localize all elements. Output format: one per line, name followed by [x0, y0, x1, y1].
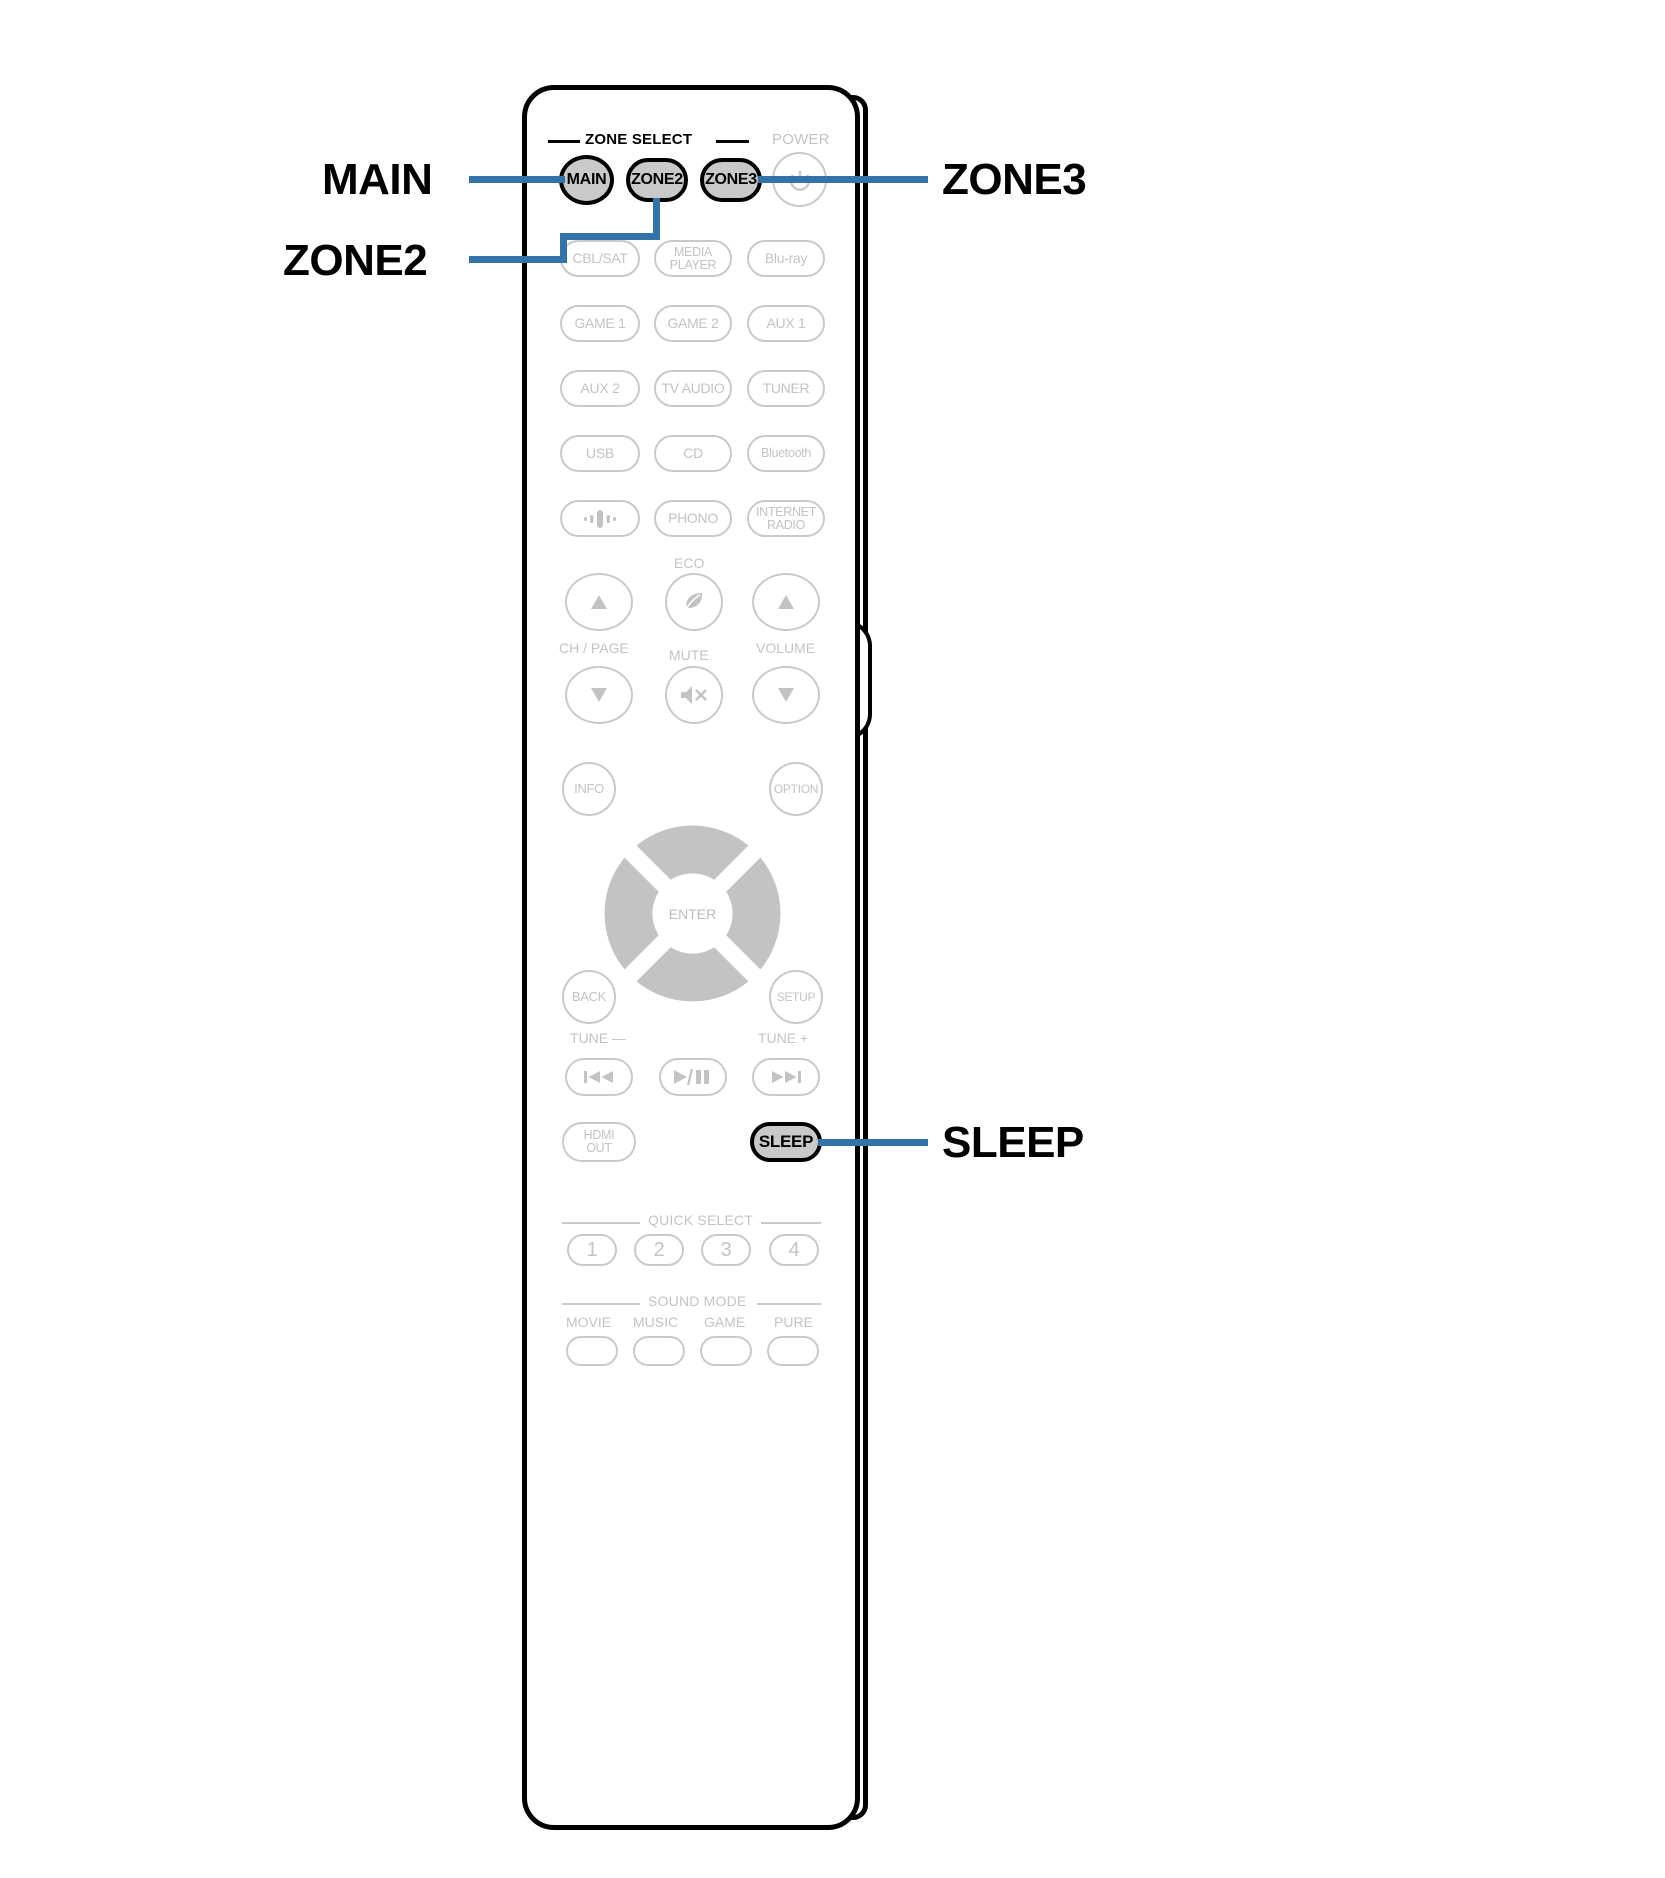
- quick-select-button-1[interactable]: 1: [567, 1234, 617, 1266]
- volume-down-button[interactable]: [752, 666, 820, 724]
- play-pause-button[interactable]: [659, 1058, 727, 1096]
- cursor-right-icon: [754, 903, 772, 924]
- mute-icon: [681, 686, 707, 704]
- sound-mode-button-game[interactable]: [700, 1336, 752, 1366]
- enter-label: ENTER: [668, 905, 717, 922]
- eco-button[interactable]: [665, 573, 723, 631]
- navigation-wheel[interactable]: ENTER: [601, 822, 784, 1005]
- back-button[interactable]: BACK: [562, 970, 616, 1024]
- sound-mode-button-music[interactable]: [633, 1336, 685, 1366]
- callout-leader-zone2-h2: [560, 233, 660, 240]
- tune-minus-label: TUNE —: [570, 1030, 626, 1046]
- sound-mode-button-movie[interactable]: [566, 1336, 618, 1366]
- cursor-up-icon: [682, 834, 703, 852]
- source-button-cd[interactable]: CD: [654, 435, 732, 472]
- triangle-down-icon: [778, 688, 794, 702]
- source-button-media-player[interactable]: MEDIA PLAYER: [654, 240, 732, 277]
- quick-select-label: QUICK SELECT: [648, 1212, 754, 1228]
- sound-mode-label: SOUND MODE: [648, 1293, 747, 1309]
- sound-mode-label-movie: MOVIE: [566, 1314, 612, 1330]
- heos-icon: [584, 509, 616, 528]
- callout-leader-zone3: [758, 176, 928, 183]
- callout-leader-main: [469, 176, 565, 183]
- skip-forward-icon: [772, 1071, 801, 1083]
- source-button-internet-radio[interactable]: INTERNET RADIO: [747, 500, 825, 537]
- mute-label: MUTE: [669, 647, 709, 663]
- source-button-aux-1[interactable]: AUX 1: [747, 305, 825, 342]
- play-pause-icon: [674, 1068, 709, 1086]
- sound-mode-label-pure: PURE: [774, 1314, 813, 1330]
- source-button-usb[interactable]: USB: [560, 435, 640, 472]
- mute-button[interactable]: [665, 666, 723, 724]
- source-button-game-2[interactable]: GAME 2: [654, 305, 732, 342]
- sound-mode-button-pure[interactable]: [767, 1336, 819, 1366]
- eco-label: ECO: [674, 555, 705, 571]
- zone-button-main[interactable]: MAIN: [559, 155, 614, 205]
- sleep-button[interactable]: SLEEP: [750, 1122, 822, 1162]
- source-button-bluetooth[interactable]: Bluetooth: [747, 435, 825, 472]
- zone-select-rule-right: [716, 140, 749, 143]
- quick-select-button-4[interactable]: 4: [769, 1234, 819, 1266]
- source-button-phono[interactable]: PHONO: [654, 500, 732, 537]
- ch-page-down-button[interactable]: [565, 666, 633, 724]
- zone-button-zone2[interactable]: ZONE2: [626, 158, 688, 202]
- source-button-game-1[interactable]: GAME 1: [560, 305, 640, 342]
- ch-page-label: CH / PAGE: [559, 640, 629, 656]
- quick-select-rule-right: [761, 1222, 821, 1224]
- ch-page-up-button[interactable]: [565, 573, 633, 631]
- skip-back-icon: [584, 1071, 613, 1083]
- volume-label: VOLUME: [756, 640, 816, 656]
- info-button[interactable]: INFO: [562, 762, 616, 816]
- quick-select-rule-left: [562, 1222, 640, 1224]
- triangle-up-icon: [591, 595, 607, 609]
- tune-plus-label: TUNE +: [758, 1030, 809, 1046]
- callout-leader-zone2-v2: [653, 198, 660, 240]
- triangle-down-icon: [591, 688, 607, 702]
- cursor-left-icon: [613, 903, 631, 924]
- callout-label-main: MAIN: [322, 155, 433, 204]
- source-button-tuner[interactable]: TUNER: [747, 370, 825, 407]
- sound-mode-rule-right: [757, 1303, 821, 1305]
- skip-back-button[interactable]: [565, 1058, 633, 1096]
- callout-leader-zone2-v1: [560, 233, 567, 263]
- zone-select-label: ZONE SELECT: [585, 131, 693, 148]
- sound-mode-label-game: GAME: [704, 1314, 746, 1330]
- source-button-aux-2[interactable]: AUX 2: [560, 370, 640, 407]
- callout-label-sleep: SLEEP: [942, 1118, 1084, 1167]
- callout-leader-sleep: [818, 1139, 928, 1146]
- quick-select-button-3[interactable]: 3: [701, 1234, 751, 1266]
- hdmi-out-button[interactable]: HDMI OUT: [562, 1122, 636, 1162]
- setup-button[interactable]: SETUP: [769, 970, 823, 1024]
- triangle-up-icon: [778, 595, 794, 609]
- power-label: POWER: [772, 131, 830, 148]
- cursor-down-icon: [682, 975, 703, 993]
- sound-mode-rule-left: [562, 1303, 640, 1305]
- leaf-icon: [685, 593, 703, 611]
- quick-select-button-2[interactable]: 2: [634, 1234, 684, 1266]
- source-button-heos[interactable]: [560, 500, 640, 537]
- option-button[interactable]: OPTION: [769, 762, 823, 816]
- skip-forward-button[interactable]: [752, 1058, 820, 1096]
- callout-label-zone3: ZONE3: [942, 155, 1087, 204]
- callout-leader-zone2-h1: [469, 256, 567, 263]
- sound-mode-label-music: MUSIC: [633, 1314, 679, 1330]
- zone-select-rule-left: [548, 140, 580, 143]
- source-button-blu-ray[interactable]: Blu-ray: [747, 240, 825, 277]
- zone-button-zone3[interactable]: ZONE3: [700, 158, 762, 202]
- callout-label-zone2: ZONE2: [283, 236, 428, 285]
- source-button-tv-audio[interactable]: TV AUDIO: [654, 370, 732, 407]
- volume-up-button[interactable]: [752, 573, 820, 631]
- source-button-cbl-sat[interactable]: CBL/SAT: [560, 240, 640, 277]
